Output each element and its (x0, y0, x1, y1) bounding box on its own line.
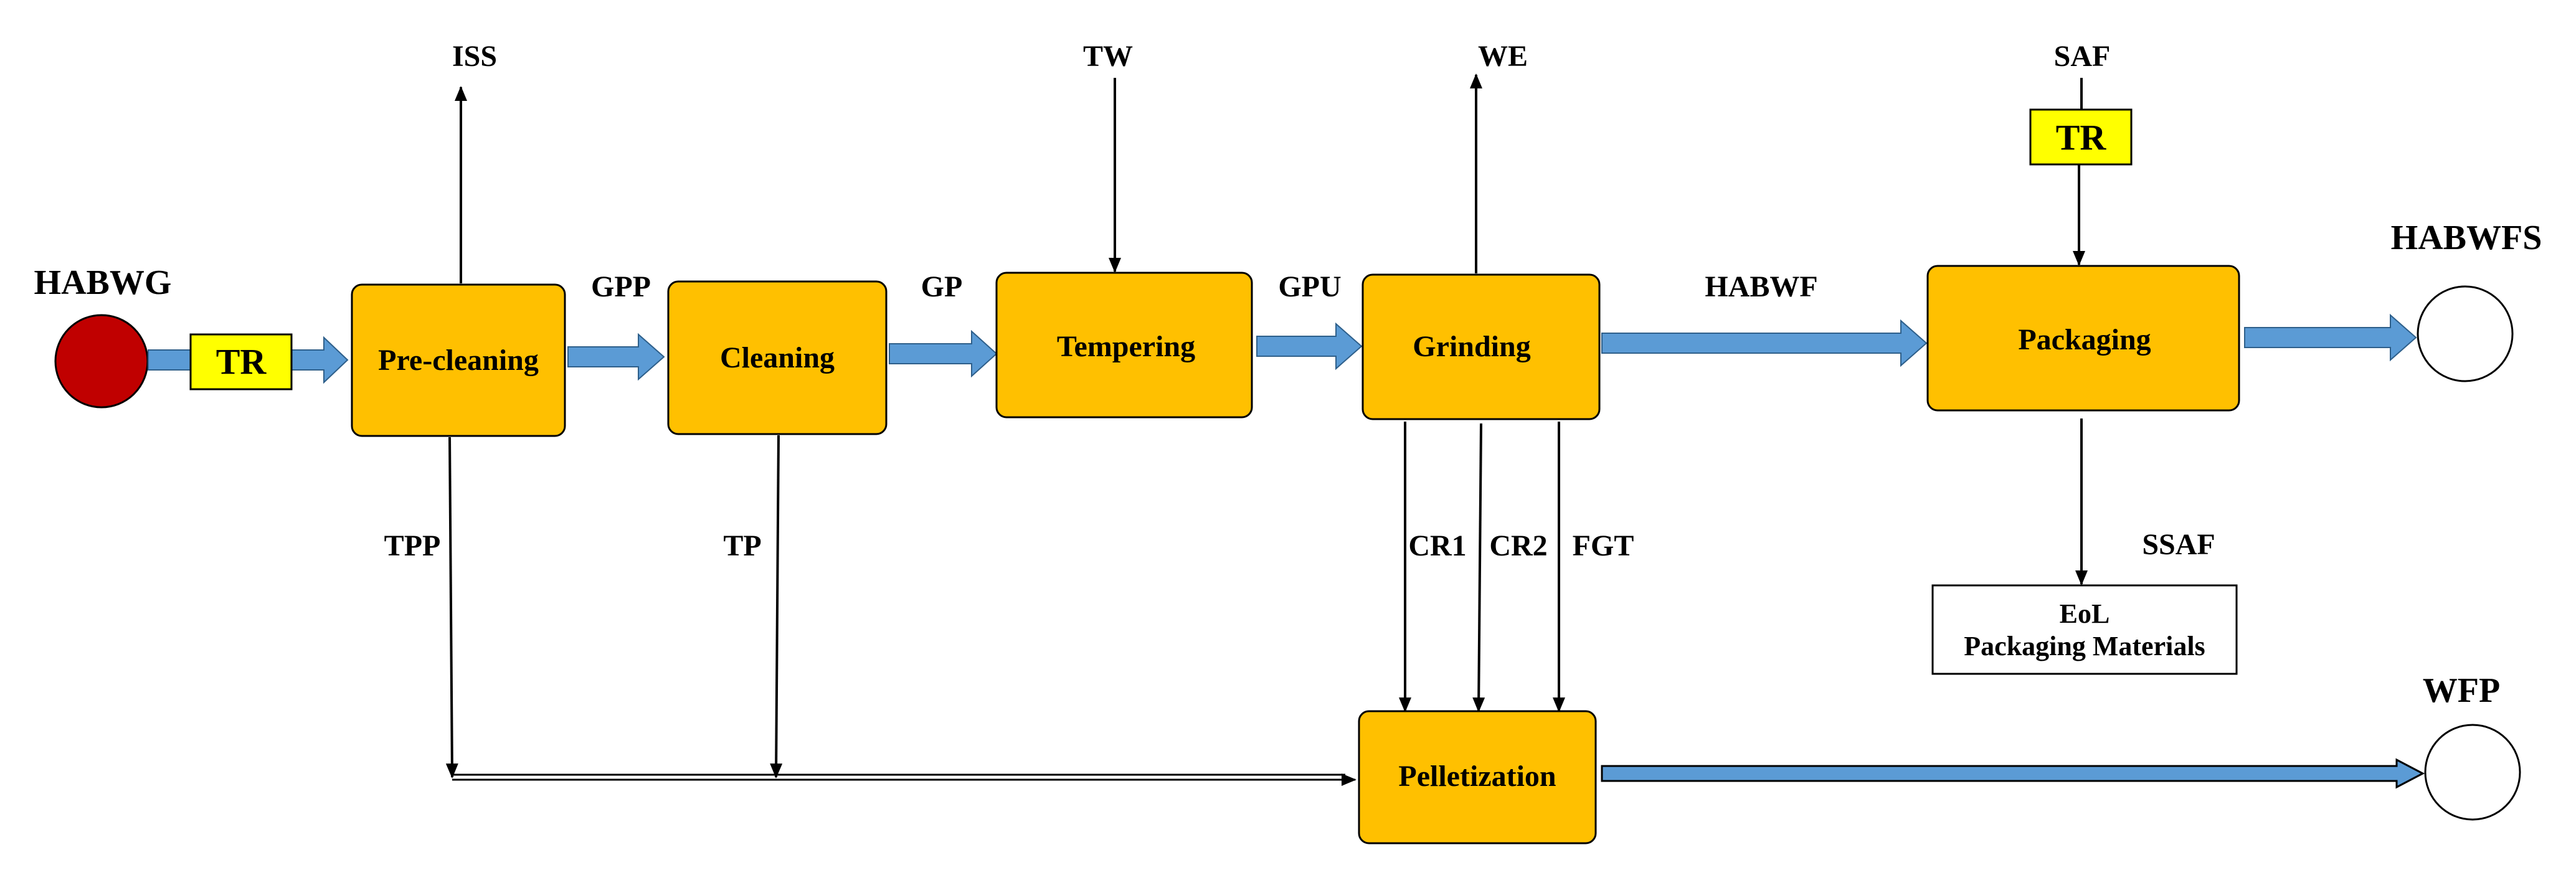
flow-label-cr2: CR2 (1489, 529, 1547, 562)
waste-product-node (2424, 724, 2521, 821)
flow-label-fgt: FGT (1573, 529, 1634, 562)
flow-label-iss: ISS (452, 40, 497, 73)
flow-label-tp: TP (723, 529, 761, 562)
process-precleaning-label: Pre-cleaning (378, 344, 539, 377)
process-precleaning (351, 283, 566, 437)
flow-label-we: WE (1478, 40, 1528, 73)
flow-label-gp: GP (921, 270, 963, 303)
source-label: HABWG (34, 263, 172, 302)
flow-line-tp (770, 435, 783, 778)
flow-arrow-wfp (1601, 758, 2425, 789)
eol-label-line1: EoL (2060, 598, 2110, 629)
process-cleaning-label: Cleaning (720, 341, 835, 374)
flow-label-habwf: HABWF (1705, 270, 1817, 303)
waste-product-label: WFP (2423, 671, 2500, 710)
transport-box-2 (2029, 108, 2133, 166)
process-packaging (1926, 265, 2240, 412)
flow-label-tpp: TPP (384, 529, 441, 562)
process-cleaning (667, 280, 888, 435)
source-node (54, 314, 149, 409)
flow-arrow-habwfs (2244, 313, 2417, 362)
transport-box-1 (189, 333, 293, 390)
process-pelletization (1358, 710, 1597, 844)
transport-label-1: TR (216, 341, 267, 382)
flow-label-ssaf: SSAF (2142, 528, 2215, 561)
flow-arrow-gp (889, 329, 998, 378)
process-grinding (1361, 273, 1601, 420)
transport-label-2: TR (2056, 117, 2107, 158)
product-node (2417, 285, 2514, 382)
eol-label-line2: Packaging Materials (1964, 631, 2205, 661)
flow-arrow-gpp (567, 333, 665, 381)
process-packaging-label: Packaging (2018, 323, 2151, 356)
flow-label-saf: SAF (2054, 40, 2111, 73)
flow-arrow-gpu (1256, 322, 1363, 371)
flow-label-gpu: GPU (1278, 270, 1341, 303)
flow-line-tpp (445, 437, 458, 778)
product-label: HABWFS (2391, 219, 2542, 257)
process-pelletization-label: Pelletization (1398, 760, 1556, 793)
process-tempering (995, 272, 1253, 418)
flow-label-tw: TW (1083, 40, 1133, 73)
process-tempering-label: Tempering (1057, 330, 1195, 363)
flow-line-cr2 (1472, 423, 1485, 712)
flow-label-gpp: GPP (591, 270, 651, 303)
flow-label-cr1: CR1 (1408, 529, 1466, 562)
eol-box (1931, 584, 2238, 675)
flow-arrow-habwf (1601, 319, 1928, 367)
process-grinding-label: Grinding (1413, 330, 1530, 363)
